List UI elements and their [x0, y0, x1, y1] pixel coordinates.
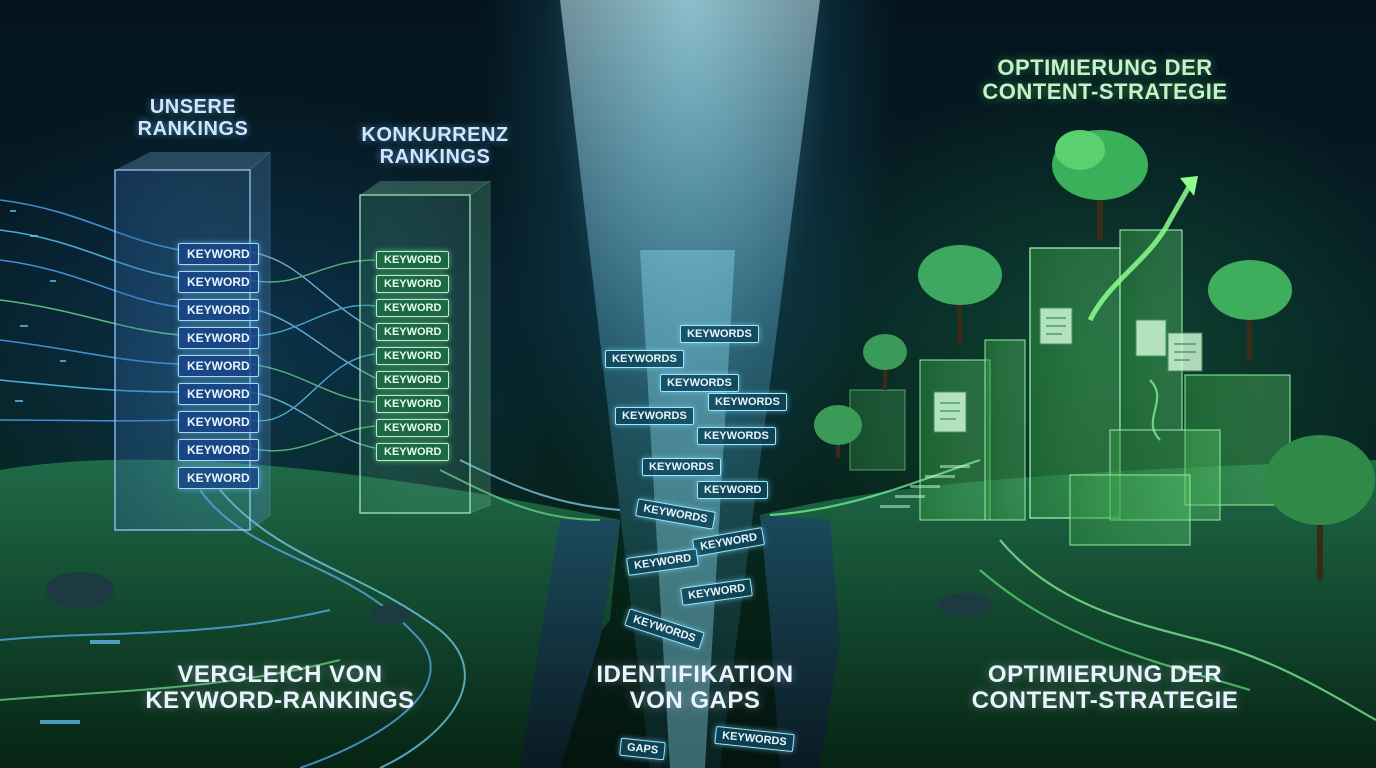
- gap-keyword-chip: KEYWORDS: [697, 427, 776, 445]
- our-keyword-chip: KEYWORD: [178, 243, 259, 265]
- strategy-bottom-label: OPTIMIERUNG DER CONTENT-STRATEGIE: [971, 661, 1239, 715]
- competitor-keyword-chip: KEYWORD: [376, 395, 450, 413]
- competitor-keyword-list: KEYWORD KEYWORD KEYWORD KEYWORD KEYWORD …: [376, 251, 450, 461]
- competitor-keyword-chip: KEYWORD: [376, 371, 450, 389]
- our-keyword-chip: KEYWORD: [178, 299, 259, 321]
- competitor-keyword-chip: KEYWORD: [376, 299, 450, 317]
- our-keyword-list: KEYWORD KEYWORD KEYWORD KEYWORD KEYWORD …: [178, 243, 259, 489]
- our-keyword-chip: KEYWORD: [178, 411, 259, 433]
- competitor-keyword-chip: KEYWORD: [376, 419, 450, 437]
- competitor-rankings-label: KONKURRENZ RANKINGS: [361, 124, 509, 168]
- gap-keyword-chip: KEYWORDS: [642, 458, 721, 476]
- competitor-keyword-chip: KEYWORD: [376, 347, 450, 365]
- gap-keyword-chip: KEYWORDS: [680, 325, 759, 343]
- our-rankings-label: UNSERE RANKINGS: [137, 96, 249, 140]
- our-keyword-chip: KEYWORD: [178, 383, 259, 405]
- comparison-label: VERGLEICH VON KEYWORD-RANKINGS: [145, 661, 415, 715]
- competitor-keyword-chip: KEYWORD: [376, 275, 450, 293]
- gap-keyword-chip: KEYWORDS: [708, 393, 787, 411]
- gap-keyword-chip: KEYWORDS: [605, 350, 684, 368]
- competitor-keyword-chip: KEYWORD: [376, 323, 450, 341]
- strategy-top-label: OPTIMIERUNG DER CONTENT-STRATEGIE: [982, 55, 1228, 105]
- competitor-keyword-chip: KEYWORD: [376, 251, 450, 269]
- gap-keyword-chip: KEYWORDS: [615, 407, 694, 425]
- our-keyword-chip: KEYWORD: [178, 327, 259, 349]
- gap-keyword-chip: KEYWORD: [697, 481, 769, 499]
- gaps-label: IDENTIFIKATION VON GAPS: [596, 661, 794, 715]
- competitor-keyword-chip: KEYWORD: [376, 443, 450, 461]
- gap-keyword-chip: KEYWORDS: [660, 374, 739, 392]
- our-keyword-chip: KEYWORD: [178, 467, 259, 489]
- our-keyword-chip: KEYWORD: [178, 355, 259, 377]
- our-keyword-chip: KEYWORD: [178, 439, 259, 461]
- our-keyword-chip: KEYWORD: [178, 271, 259, 293]
